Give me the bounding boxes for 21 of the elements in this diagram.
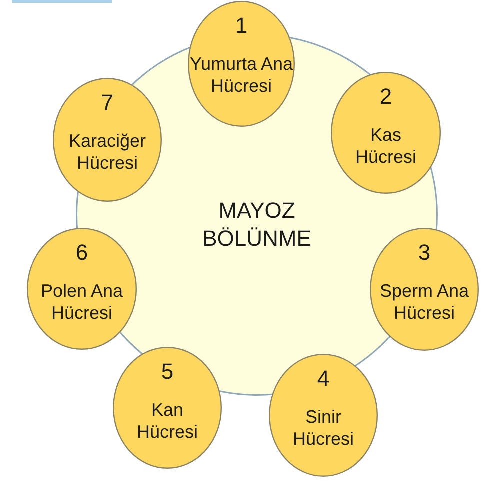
- cell-label: Sinir Hücresi: [292, 406, 355, 450]
- cell-number: 5: [160, 359, 175, 385]
- cell-ellipse: [113, 347, 222, 469]
- cell-number: 1: [234, 13, 249, 39]
- cell-ellipse: [188, 1, 295, 127]
- cell-number: 7: [100, 90, 115, 116]
- cell-label: Kan Hücresi: [136, 399, 199, 443]
- cell-number: 4: [316, 366, 331, 392]
- cell-number: 3: [417, 240, 432, 266]
- cell-ellipse: [53, 78, 162, 202]
- cell-ellipse: [269, 354, 378, 477]
- cell-ellipse: [370, 228, 479, 351]
- cell-label: Sperm Ana Hücresi: [378, 280, 470, 324]
- cell-number: 6: [74, 240, 90, 266]
- cell-label: Yumurta Ana Hücresi: [188, 53, 294, 97]
- cell-label: Polen Ana Hücresi: [40, 280, 124, 324]
- cell-ellipse: [27, 228, 137, 350]
- cell-number: 2: [378, 84, 394, 110]
- center-label: MAYOZ BÖLÜNME: [202, 197, 312, 253]
- cell-label: Kas Hücresi: [354, 124, 418, 168]
- cell-label: Karaciğer Hücresi: [68, 130, 148, 174]
